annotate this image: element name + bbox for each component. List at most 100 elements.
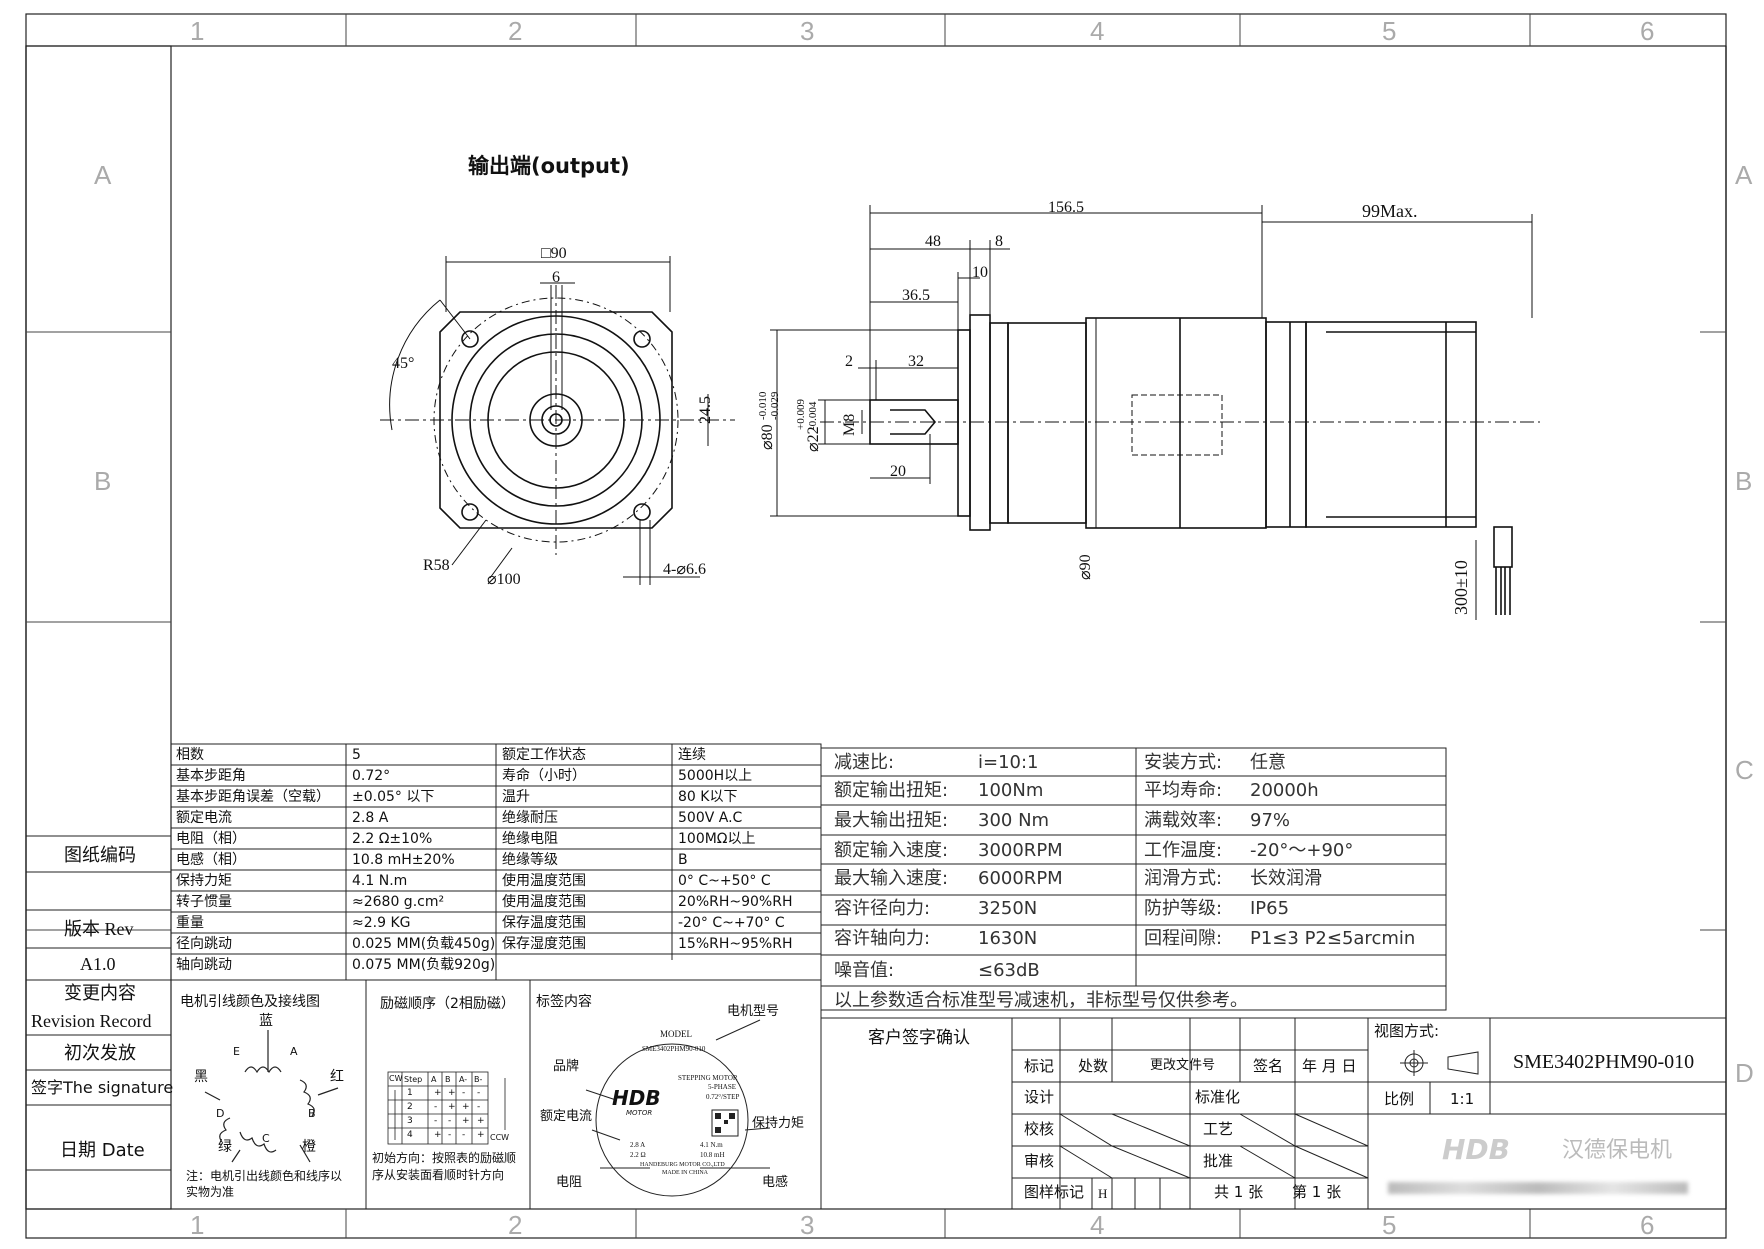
excitation-cell: - [434, 1116, 438, 1126]
tb-date: 年 月 日 [1302, 1057, 1357, 1075]
gear-spec-cell: 6000RPM [978, 868, 1063, 889]
tb-sheet: 第 1 张 [1292, 1183, 1342, 1201]
excitation-cell: - [462, 1088, 466, 1098]
gear-spec-cell: 减速比: [834, 752, 895, 773]
motor-spec-cell: 温升 [502, 789, 530, 805]
motor-spec-cell: ≈2680 g.cm² [352, 894, 445, 910]
excitation-cell: + [462, 1116, 470, 1126]
dim-2: 2 [845, 353, 853, 370]
label-logo-sub: MOTOR [626, 1109, 653, 1117]
coil-e: E [233, 1045, 240, 1058]
motor-spec-cell: 电感（相） [176, 852, 246, 868]
label-title: 标签内容 [536, 994, 592, 1010]
gear-spec-cell: 97% [1250, 810, 1291, 831]
excitation-cell: - [434, 1102, 438, 1112]
zone-col-6: 6 [1640, 16, 1655, 46]
motor-spec-cell: 绝缘耐压 [502, 810, 558, 826]
model-number: SME3402PHM90-010 [1513, 1051, 1695, 1073]
tb-check: 校核 [1024, 1120, 1055, 1138]
signature-label: 签字The signature [31, 1078, 174, 1097]
excitation-cell: + [434, 1130, 442, 1140]
gear-spec-cell: 额定输入速度: [834, 840, 949, 861]
excitation-cell: + [477, 1116, 485, 1126]
excitation-cell: 2 [407, 1102, 413, 1112]
tb-count: 处数 [1078, 1057, 1109, 1075]
label-inductance: 电感 [762, 1175, 789, 1190]
customer-sign: 客户签字确认 [868, 1028, 970, 1048]
dim-32: 32 [908, 353, 924, 370]
tb-sample-value: H [1098, 1186, 1108, 1201]
coil-a: A [290, 1045, 298, 1058]
label-model-heading: MODEL [660, 1029, 692, 1039]
label-logo: HDB [612, 1086, 661, 1110]
initial-release: 初次发放 [64, 1043, 136, 1064]
gear-spec-cell: 300 Nm [978, 810, 1050, 831]
zone-col-3: 3 [800, 16, 815, 46]
excitation-header: A [431, 1075, 437, 1084]
motor-spec-cell: 连续 [678, 747, 706, 763]
motor-spec-cell: 4.1 N.m [352, 873, 408, 889]
dim-48: 48 [925, 233, 941, 250]
motor-spec-cell: 电阻（相） [176, 831, 246, 847]
gear-spec-cell: 最大输入速度: [834, 868, 949, 889]
gear-spec-cell: 最大输出扭矩: [834, 810, 949, 831]
gear-spec-cell: 噪音值: [834, 960, 895, 981]
excitation-cell: - [462, 1130, 466, 1140]
dim-key-height: 24.5 [697, 396, 714, 424]
tb-design: 设计 [1024, 1088, 1055, 1106]
tb-standard: 标准化 [1195, 1088, 1241, 1106]
motor-spec-cell: 0.025 MM(负载450g) [352, 936, 496, 952]
excitation-cell: 1 [407, 1088, 413, 1098]
gear-spec-cell: i=10:1 [978, 752, 1039, 773]
motor-spec-cell: 转子惯量 [176, 894, 232, 910]
tb-sample-mark: 图样标记 [1024, 1183, 1085, 1201]
zone-col-2-bottom: 2 [508, 1210, 523, 1240]
label-ohm: 2.2 Ω [630, 1151, 646, 1159]
label-company: HANDEBURG MOTOR CO.,LTD [640, 1162, 725, 1168]
motor-spec-cell: 保存湿度范围 [502, 936, 586, 952]
wire-orange: 橙 [302, 1139, 316, 1155]
excitation-cell: - [448, 1130, 452, 1140]
zone-col-3-bottom: 3 [800, 1210, 815, 1240]
wire-black: 黑 [194, 1069, 208, 1085]
motor-spec-cell: 15%RH~95%RH [678, 936, 793, 952]
zone-row-b-right: B [1735, 466, 1753, 496]
tb-mark: 标记 [1024, 1057, 1055, 1075]
gear-spec-cell: 1630N [978, 928, 1038, 949]
label-motor-model: 电机型号 [727, 1004, 780, 1019]
gear-spec-cell: 额定输出扭矩: [834, 780, 949, 801]
label-rated-current: 额定电流 [540, 1109, 593, 1124]
motor-spec-cell: 2.2 Ω±10% [352, 831, 433, 847]
zone-col-2: 2 [508, 16, 523, 46]
dim-shaft-dia: ⌀22 [805, 426, 822, 452]
brand-name: 汉德保电机 [1562, 1138, 1673, 1163]
label-torque: 4.1 N.m [700, 1141, 723, 1149]
zone-col-4-bottom: 4 [1090, 1210, 1105, 1240]
gear-spec-cell: 满载效率: [1144, 810, 1223, 831]
excitation-cell: + [477, 1130, 485, 1140]
dim-body-dia: ⌀90 [1077, 554, 1094, 580]
tb-change-doc: 更改文件号 [1150, 1058, 1216, 1073]
gear-spec-cell: 100Nm [978, 780, 1044, 801]
motor-spec-cell: 重量 [176, 915, 204, 931]
motor-spec-cell: B [678, 852, 688, 868]
gear-spec-cell: 回程间隙: [1144, 928, 1223, 949]
gear-spec-cell: 3250N [978, 898, 1038, 919]
dim-36-5: 36.5 [902, 287, 930, 304]
label-resistance: 电阻 [556, 1175, 583, 1190]
gear-spec-cell: ≤63dB [978, 960, 1040, 981]
excitation-header: B- [474, 1075, 483, 1084]
blurred-contact [1388, 1182, 1688, 1194]
motor-spec-cell: -20° C~+70° C [678, 915, 785, 931]
dim-pilot-tol-upper: -0.010 [757, 391, 769, 420]
dim-thread: M8 [841, 413, 858, 436]
motor-spec-cell: 5000H以上 [678, 768, 753, 784]
tb-approve: 批准 [1203, 1152, 1234, 1170]
motor-spec-cell: 额定电流 [176, 810, 232, 826]
motor-spec-cell: 保存温度范围 [502, 915, 586, 931]
version-label: 版本 Rev [64, 919, 134, 939]
motor-spec-cell: 绝缘电阻 [502, 831, 558, 847]
gear-note: 以上参数适合标准型号减速机，非标型号仅供参考。 [834, 990, 1248, 1011]
